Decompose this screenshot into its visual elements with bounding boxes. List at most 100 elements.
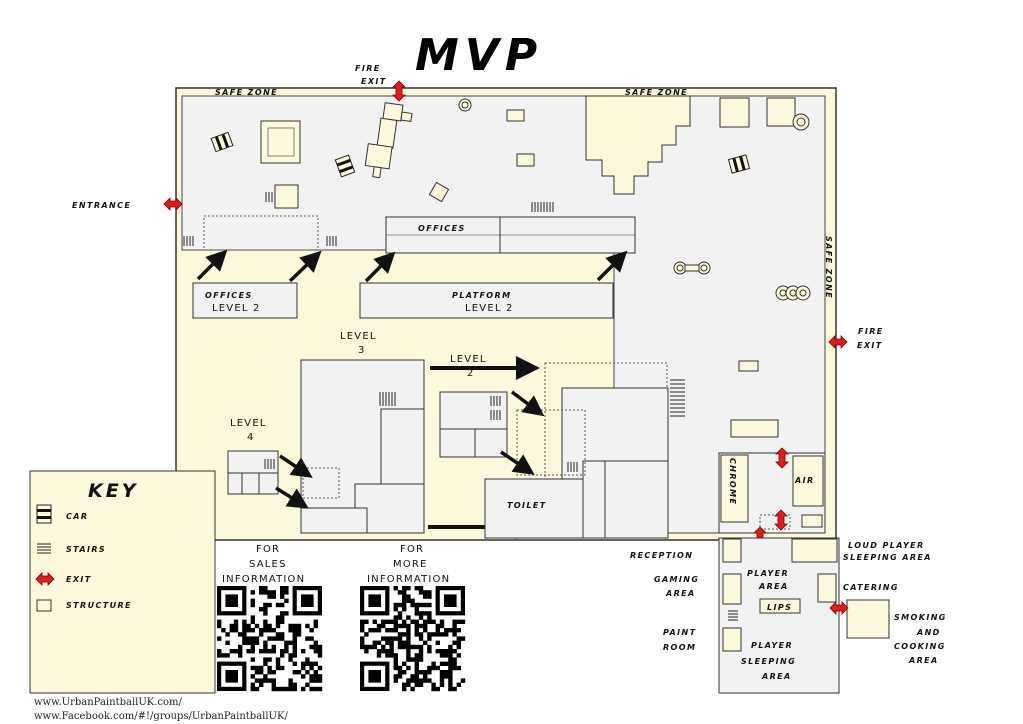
entrance-label: ENTRANCE — [72, 201, 131, 210]
qr-code-sales[interactable] — [217, 586, 323, 692]
level3-label-2: 3 — [358, 345, 366, 356]
smoking-label-1: SMOKING — [894, 613, 947, 622]
gaming-label-1: GAMING — [654, 575, 699, 584]
air-box — [792, 455, 824, 507]
stepped-structure — [585, 95, 691, 195]
structure-4 — [506, 109, 525, 122]
platform-label-1: PLATFORM — [452, 291, 511, 300]
toilet-box — [484, 478, 584, 539]
structure-2 — [274, 184, 299, 209]
structure-3 — [428, 181, 450, 203]
arrow-9 — [279, 454, 313, 478]
stairs-icon-8 — [379, 392, 396, 406]
more-info-3: INFORMATION — [367, 574, 450, 585]
chrome-label: CHROME — [728, 458, 737, 505]
offices-level2-label-1: OFFICES — [205, 291, 253, 300]
offices-label: OFFICES — [418, 224, 466, 233]
gaming-label-2: AREA — [665, 589, 696, 598]
tyres-icon-3 — [673, 261, 711, 275]
lips-box — [759, 598, 801, 614]
paint-room-label-1: PAINT — [663, 628, 696, 637]
arrow-3 — [364, 251, 396, 283]
smoking-label-4: AREA — [908, 656, 939, 665]
tyres-icon-4 — [775, 285, 811, 301]
more-info-1: FOR — [400, 544, 424, 555]
key-item-car: CAR — [66, 512, 88, 521]
toilet-label: TOILET — [507, 501, 547, 510]
key-item-stairs: STAIRS — [66, 545, 106, 554]
paint-room-label-2: ROOM — [663, 643, 696, 652]
sales-info-2: SALES — [249, 559, 287, 570]
paint-room-box — [722, 627, 742, 652]
sleeping-label-2: SLEEPING — [741, 657, 796, 666]
platform-level2-box — [359, 282, 614, 319]
qr-code-more-info[interactable] — [360, 586, 466, 692]
pipe-structure — [364, 102, 413, 179]
level4-label-2: 4 — [247, 432, 255, 443]
level3-label-1: LEVEL — [340, 331, 377, 342]
arrow-2 — [288, 250, 322, 283]
key-stairs-icon — [37, 543, 51, 554]
smoking-label-2: AND — [916, 628, 941, 637]
air-label: AIR — [794, 476, 815, 485]
fire-exit-right-label-2: EXIT — [857, 341, 883, 350]
player-area-label-1: PLAYER — [747, 569, 789, 578]
key-box — [29, 470, 216, 694]
fire-exit-right-label-1: FIRE — [858, 327, 884, 336]
tyre-icon-1 — [458, 98, 472, 112]
key-structure-icon — [36, 599, 52, 612]
key-car-icon — [36, 504, 52, 524]
chrome-box — [720, 454, 749, 523]
gaming-box — [722, 573, 742, 605]
key-title: KEY — [88, 480, 138, 502]
arrow-7 — [510, 390, 545, 417]
arrow-8 — [500, 450, 535, 475]
level2-box — [439, 391, 508, 458]
offices-level2-label-2: LEVEL 2 — [212, 303, 261, 314]
loud-label-1: LOUD PLAYER — [848, 541, 925, 550]
stairs-icon-7 — [670, 379, 685, 417]
player-zone — [718, 537, 840, 694]
fire-exit-top-label-2: EXIT — [361, 77, 387, 86]
structure-8 — [738, 360, 759, 372]
sales-info-3: INFORMATION — [222, 574, 305, 585]
structure-7 — [766, 97, 796, 127]
catering-box — [817, 573, 837, 603]
safe-zone-label-right: SAFE ZONE — [824, 236, 833, 299]
website-url[interactable]: www.UrbanPaintballUK.com/ — [34, 697, 183, 708]
fire-exit-top-label-1: FIRE — [355, 64, 381, 73]
level4-label-1: LEVEL — [230, 418, 267, 429]
level2-label-2: 2 — [467, 368, 475, 379]
tyre-icon-2 — [792, 113, 810, 131]
structure-9 — [730, 419, 779, 438]
loud-label-2: SLEEPING AREA — [843, 553, 932, 562]
safe-zone-label-top-left: SAFE ZONE — [215, 88, 278, 97]
arrow-4 — [596, 250, 628, 282]
smoking-label-3: COOKING — [894, 642, 946, 651]
sleeping-label-1: PLAYER — [751, 641, 793, 650]
loud-sleeping-box — [791, 538, 838, 563]
arrow-1 — [196, 249, 228, 281]
catering-label: CATERING — [843, 583, 899, 592]
player-area-label-2: AREA — [758, 582, 789, 591]
arrow-10 — [275, 486, 309, 509]
mvp-logo: MVP — [415, 30, 543, 81]
offices-level2-box — [192, 282, 298, 319]
key-item-exit: EXIT — [66, 575, 92, 584]
safe-zone-label-top-right: SAFE ZONE — [625, 88, 688, 97]
reception-label: RECEPTION — [630, 551, 693, 560]
platform-label-2: LEVEL 2 — [465, 303, 514, 314]
more-info-2: MORE — [393, 559, 428, 570]
sales-info-1: FOR — [256, 544, 280, 555]
level2-label-1: LEVEL — [450, 354, 487, 365]
key-item-structure: STRUCTURE — [66, 601, 132, 610]
reception-box — [722, 538, 742, 563]
facebook-url[interactable]: www.Facebook.com/#!/groups/UrbanPaintbal… — [34, 711, 288, 722]
structure-6 — [719, 97, 750, 128]
structure-5 — [516, 153, 535, 167]
lips-label: LIPS — [767, 603, 792, 612]
sleeping-label-3: AREA — [761, 672, 792, 681]
smoking-box — [846, 599, 890, 639]
offices-dashed-area — [203, 215, 319, 251]
